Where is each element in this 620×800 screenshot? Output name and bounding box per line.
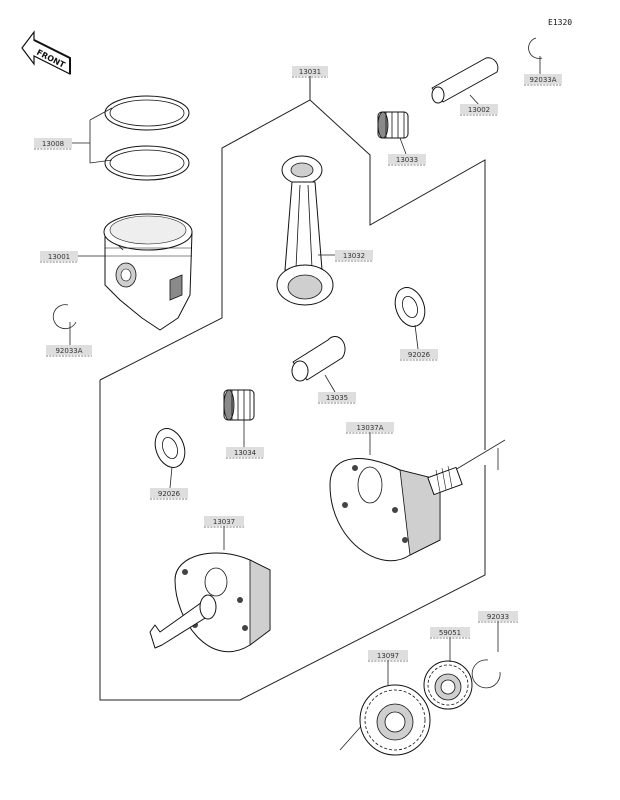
label-92026-left: 92026 <box>150 488 188 500</box>
group-frame-upper <box>99 75 311 381</box>
needle-bearing-bottom <box>223 389 255 421</box>
label-13097: 13097 <box>368 650 408 662</box>
svg-text:92033: 92033 <box>487 613 509 621</box>
label-13002: 13002 <box>460 104 498 116</box>
label-92026-right: 92026 <box>400 349 438 361</box>
needle-bearing-top <box>377 111 409 139</box>
svg-text:92026: 92026 <box>158 490 181 498</box>
label-13032: 13032 <box>335 250 373 262</box>
piston <box>103 213 193 331</box>
gear-large <box>359 684 431 756</box>
connecting-rod <box>276 155 334 306</box>
svg-text:13034: 13034 <box>234 449 257 457</box>
thrust-washer-left <box>154 428 186 468</box>
piston-rings <box>104 95 190 181</box>
label-13001: 13001 <box>40 251 78 263</box>
svg-text:59051: 59051 <box>439 629 461 637</box>
svg-text:92026: 92026 <box>408 351 431 359</box>
crankshaft-right <box>329 458 463 561</box>
figure-code: E1320 <box>548 18 572 27</box>
svg-text:13032: 13032 <box>343 252 365 260</box>
label-13008: 13008 <box>34 138 72 150</box>
svg-text:92033A: 92033A <box>55 347 82 355</box>
label-92033: 92033 <box>478 611 518 623</box>
gear-small <box>423 660 473 710</box>
svg-text:13037: 13037 <box>213 518 235 526</box>
label-13031: 13031 <box>292 66 328 78</box>
thrust-washer-right <box>394 287 426 327</box>
svg-text:13002: 13002 <box>468 106 490 114</box>
label-13037a: 13037A <box>346 422 394 434</box>
svg-text:13035: 13035 <box>326 394 348 402</box>
circlip-gear <box>471 659 501 689</box>
crankshaft-left <box>149 552 271 653</box>
group-frame-lower <box>99 380 486 701</box>
front-arrow-icon: FRONT <box>21 30 71 75</box>
circlip-left <box>52 304 77 330</box>
label-13035: 13035 <box>318 392 356 404</box>
svg-text:13008: 13008 <box>42 140 64 148</box>
label-13037: 13037 <box>204 516 244 528</box>
crank-pin <box>291 336 346 382</box>
label-59051: 59051 <box>430 627 470 639</box>
leader-lines <box>69 56 541 686</box>
svg-text:13031: 13031 <box>299 68 321 76</box>
svg-text:13001: 13001 <box>48 253 70 261</box>
label-13034: 13034 <box>226 447 264 459</box>
piston-pin-top <box>431 57 499 104</box>
group-frame-top <box>309 99 486 450</box>
svg-text:13097: 13097 <box>377 652 399 660</box>
label-92033a-left: 92033A <box>46 345 92 357</box>
label-92033a-top: 92033A <box>524 74 562 86</box>
circlip-top <box>528 37 543 59</box>
svg-text:92033A: 92033A <box>529 76 556 84</box>
label-13033: 13033 <box>388 154 426 166</box>
svg-text:13037A: 13037A <box>356 424 383 432</box>
svg-text:13033: 13033 <box>396 156 418 164</box>
